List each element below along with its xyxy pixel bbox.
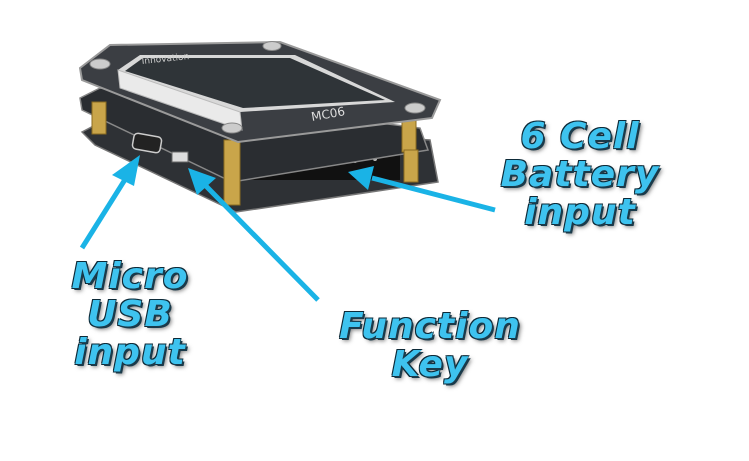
brand-label: Innovation bbox=[141, 52, 189, 67]
callout-line: Key bbox=[391, 344, 469, 385]
micro-usb-port bbox=[131, 132, 163, 154]
callout-line: Battery bbox=[500, 154, 660, 195]
function-key-arrowhead bbox=[188, 168, 216, 195]
usb-arrow bbox=[79, 176, 129, 250]
usb-arrowhead bbox=[112, 155, 140, 186]
model-label: MC06 bbox=[310, 104, 346, 124]
battery-arrowhead bbox=[348, 166, 374, 190]
callout-line: input bbox=[524, 192, 636, 233]
battery-input-callout: 6 Cell Battery input bbox=[470, 118, 690, 232]
brass-standoffs bbox=[91, 101, 419, 206]
callout-line: 6 Cell bbox=[520, 116, 640, 157]
display-edge bbox=[117, 69, 243, 131]
function-key bbox=[171, 151, 189, 163]
battery-arrow bbox=[371, 175, 496, 213]
callout-line: USB bbox=[87, 294, 173, 335]
callout-line: Micro bbox=[71, 256, 189, 297]
usb-input-callout: Micro USB input bbox=[40, 258, 220, 372]
screws bbox=[89, 41, 426, 134]
function-key-arrow bbox=[203, 183, 320, 302]
callout-line: Function bbox=[339, 306, 521, 347]
display-screen bbox=[125, 58, 385, 108]
callout-arrows bbox=[79, 155, 496, 302]
callout-line: input bbox=[74, 332, 186, 373]
function-key-callout: Function Key bbox=[300, 308, 560, 384]
